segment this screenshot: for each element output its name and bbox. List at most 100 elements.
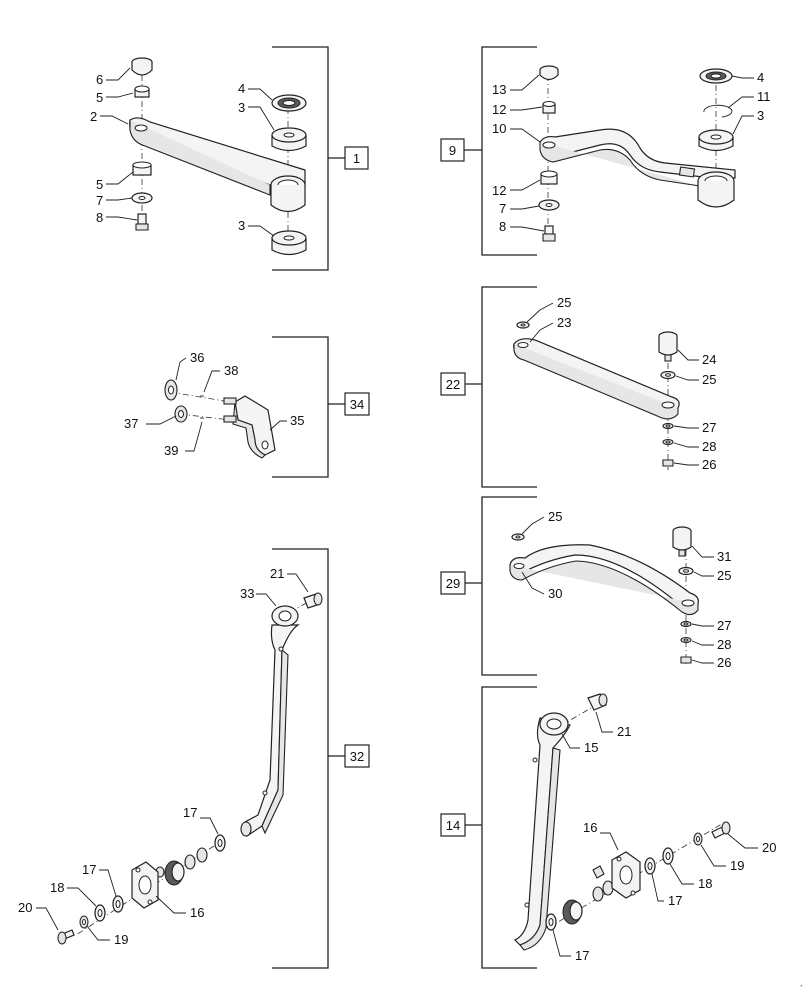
callout-25: 25 [557,295,571,310]
callout-16: 16 [190,905,204,920]
callout-10: 10 [492,121,506,136]
bushing-5-top [134,85,150,98]
callout-12b: 12 [492,183,506,198]
washer-25-b [660,370,676,380]
bushing-36 [164,379,178,401]
bearing-g14 [562,899,583,925]
group-34-box[interactable] [344,392,370,416]
bolt-13 [539,65,559,81]
callout-28-g29: 28 [717,637,731,652]
callout-25-g29: 25 [548,509,562,524]
nut-26 [662,459,674,467]
group-22-bracket [481,286,537,488]
group-29-label: 29 [446,576,460,591]
callout-5b: 5 [96,177,103,192]
group-34-label: 34 [350,397,364,412]
callout-30: 30 [548,586,562,601]
group-32-bracket [272,548,329,969]
bushing-37 [174,405,188,423]
washer-27 [662,422,674,430]
callout-31: 31 [717,549,731,564]
callout-25b: 25 [702,372,716,387]
flange-16-g14 [611,851,641,899]
fitting-8 [135,213,149,231]
group-22-box[interactable] [440,372,466,396]
washer-25-c [511,533,525,541]
callout-36: 36 [190,350,204,365]
group-9: 9 [440,46,771,256]
bushing-5-bottom [132,161,152,176]
callout-2: 2 [90,109,97,124]
group-14-bracket [481,686,537,969]
group-29-box[interactable] [440,571,466,595]
spacer-g14 [592,865,614,902]
callout-27: 27 [702,420,716,435]
link-23 [513,338,680,420]
group-34: 34 36 38 37 [124,336,370,478]
group-9-box[interactable] [440,138,465,162]
knob-24 [658,331,678,362]
lever-15 [513,712,571,951]
callout-16-g14: 16 [583,820,597,835]
callout-3: 3 [238,100,245,115]
callout-39: 39 [164,443,178,458]
callout-5: 5 [96,90,103,105]
callout-15: 15 [584,740,598,755]
group-1-box[interactable] [344,146,369,170]
callout-8: 8 [96,210,103,225]
bolt-6 [131,57,153,76]
callout-21-g14: 21 [617,724,631,739]
callout-3-g9: 3 [757,108,764,123]
bracket-35 [223,395,276,459]
callout-12: 12 [492,102,506,117]
callout-26-g29: 26 [717,655,731,670]
callout-13: 13 [492,82,506,97]
group-14: 14 [440,686,776,969]
steering-arm-2 [129,117,306,213]
callout-4-g9: 4 [757,70,764,85]
callout-7: 7 [96,193,103,208]
corner-mark: ` [800,984,803,994]
group-34-bracket [272,336,329,478]
lever-33 [240,605,301,838]
group-29: 29 [440,496,731,676]
washer-7-g9 [538,199,560,211]
washer-17-g14b [644,857,656,875]
washer-28-g29 [680,636,692,644]
callout-11: 11 [757,89,771,104]
callout-23: 23 [557,315,571,330]
group-14-box[interactable] [440,813,466,837]
flange-16 [131,861,159,909]
washer-17-a [214,834,226,852]
group-1-label: 1 [353,151,360,166]
callout-3b: 3 [238,218,245,233]
callout-18: 18 [50,880,64,895]
callout-25-g29b: 25 [717,568,731,583]
callout-38: 38 [224,363,238,378]
callout-24: 24 [702,352,716,367]
bolt-20-g14 [711,821,731,839]
group-22: 22 [440,286,716,488]
steering-arm-10 [539,128,736,208]
group-32: 32 [18,548,370,969]
group-9-label: 9 [449,143,456,158]
callout-7-g9: 7 [499,201,506,216]
seal-4 [271,94,307,112]
washer-7 [131,192,153,204]
link-30 [509,544,699,616]
bushing-12-bottom [540,170,558,185]
group-22-label: 22 [446,377,460,392]
washer-17-g14a [545,913,557,931]
bearing-3-g9 [698,129,734,152]
callout-21: 21 [270,566,284,581]
group-29-bracket [481,496,537,676]
group-32-box[interactable] [344,744,370,768]
fitting-8-g9 [542,225,556,242]
bearing-3-bottom [271,230,307,256]
callout-17-g14: 17 [668,893,682,908]
washer-18 [94,904,106,922]
callout-17b: 17 [82,862,96,877]
callout-8-g9: 8 [499,219,506,234]
group-9-bracket [481,46,537,256]
callout-17-g14b: 17 [575,948,589,963]
